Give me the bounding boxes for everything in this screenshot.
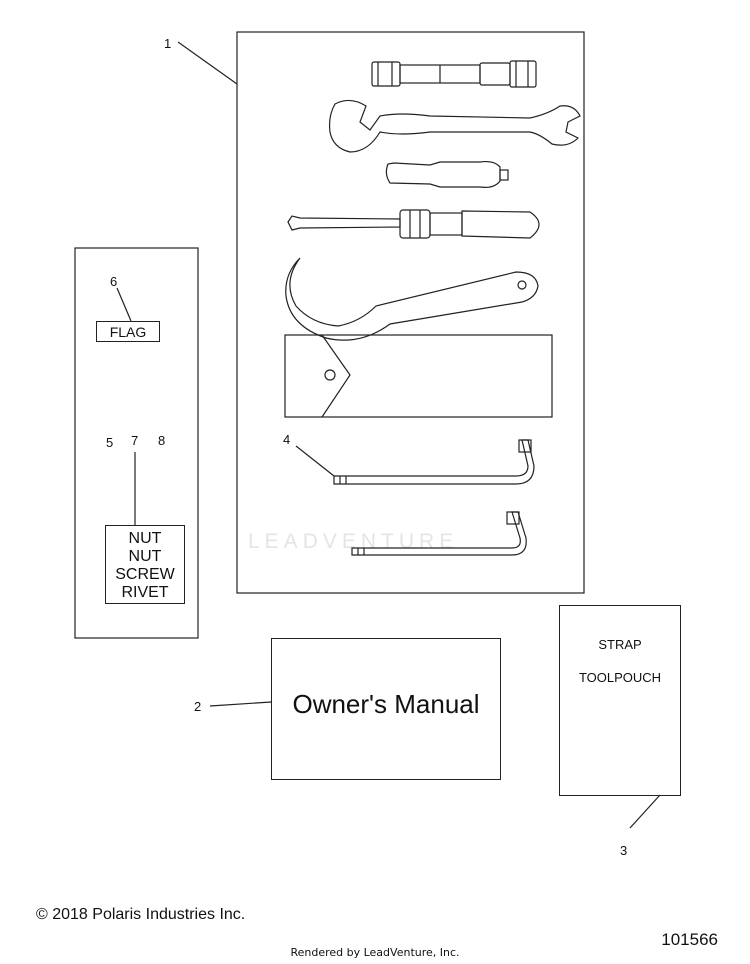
screwdriver-handle-drawing	[385, 160, 509, 188]
leader-line-3	[629, 794, 661, 829]
hardware-kit-outline	[74, 247, 199, 639]
hardware-label-rivet: RIVET	[121, 584, 169, 601]
owners-manual-label: Owner's Manual	[292, 689, 480, 719]
watermark-text: LEADVENTURE	[248, 530, 459, 553]
hardware-label-nut-1: NUT	[128, 530, 162, 547]
callout-7: 7	[131, 433, 139, 448]
screwdriver-drawing	[287, 209, 540, 239]
callout-3: 3	[620, 843, 628, 858]
callout-1: 1	[164, 36, 172, 51]
callout-5: 5	[106, 435, 114, 450]
toolpouch-label: TOOLPOUCH	[578, 670, 662, 685]
strap-label: STRAP	[598, 637, 642, 652]
flag-label-box: FLAG	[96, 321, 160, 342]
hex-key-large-drawing	[333, 439, 535, 485]
diagram-id: 101566	[661, 930, 718, 949]
strap-toolpouch-box: STRAP TOOLPOUCH	[559, 605, 681, 796]
callout-8: 8	[158, 433, 166, 448]
socket-wrench-drawing	[371, 60, 537, 88]
callout-2: 2	[194, 699, 202, 714]
leader-line-2	[209, 701, 272, 707]
hardware-label-nut-2: NUT	[128, 548, 162, 565]
copyright-text: © 2018 Polaris Industries Inc.	[36, 906, 246, 923]
owners-manual-box: Owner's Manual	[271, 638, 501, 780]
open-end-wrench-drawing	[328, 99, 581, 153]
callout-6: 6	[110, 274, 118, 289]
leader-line-1	[177, 41, 238, 85]
leader-line-6	[116, 287, 132, 322]
rendered-by-text: Rendered by LeadVenture, Inc.	[290, 946, 460, 959]
tool-kit-outline	[236, 31, 585, 594]
spanner-wrench-drawing	[285, 257, 539, 341]
leader-line-4	[295, 445, 335, 477]
hardware-label-screw: SCREW	[115, 566, 175, 583]
callout-4: 4	[283, 432, 291, 447]
tool-pouch-drawing	[284, 334, 553, 418]
hardware-label-box: NUT NUT SCREW RIVET	[105, 525, 185, 604]
hex-key-small-drawing	[351, 511, 527, 556]
flag-label: FLAG	[109, 324, 147, 340]
